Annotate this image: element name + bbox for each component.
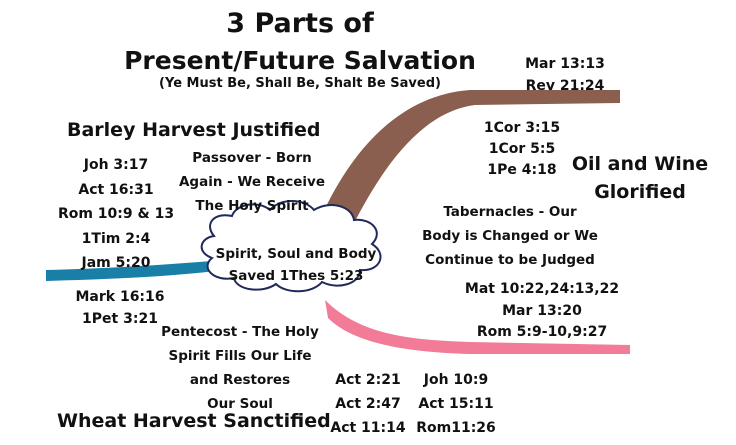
oil-ref: 1Pe 4:18 [487,162,557,178]
barley-ref: 1Pet 3:21 [82,311,158,327]
spirit-soul-body-cloud [200,200,382,293]
tabernacles-line: Tabernacles - Our [443,204,577,220]
tabernacles-ref: Mat 10:22,24:13,22 [464,281,620,297]
title-subtitle: (Ye Must Be, Shall Be, Shalt Be Saved) [159,76,441,91]
wheat-heading: Wheat Harvest Sanctified [57,410,331,432]
barley-ref: Rom 10:9 & 13 [57,206,175,222]
oil-ref: 1Cor 5:5 [488,141,556,157]
barley-heading: Barley Harvest Justified [67,119,321,141]
oil-ref: 1Cor 3:15 [483,120,561,136]
cloud-text: Spirit, Soul and Body Saved 1Thes 5:23 [208,243,384,287]
passover-line: Passover - Born [192,150,312,166]
barley-refs-below: Mark 16:16 1Pet 3:21 [60,286,180,330]
oil-wine-band [318,90,620,235]
oil-refs-mid: 1Cor 3:15 1Cor 5:5 1Pe 4:18 [470,118,574,181]
tabernacles-ref: Mar 13:20 [502,302,582,319]
barley-band [46,260,225,281]
pentecost-line: Our Soul [207,396,273,412]
oil-heading-line: Oil and Wine [571,153,709,175]
barley-ref: Jam 5:20 [81,255,151,271]
tabernacles-ref: Rom 5:9-10,9:27 [476,324,608,340]
barley-ref: Act 16:31 [78,181,154,198]
pentecost-text: Pentecost - The Holy Spirit Fills Our Li… [150,320,330,416]
wheat-ref: Act 2:47 [335,396,401,412]
passover-line: The Holy Spirit [195,198,309,214]
cloud-line: Spirit, Soul and Body [215,246,377,262]
tabernacles-text: Tabernacles - Our Body is Changed or We … [418,200,602,272]
passover-line: Again - We Receive [178,174,326,190]
wheat-ref: Act 11:14 [330,420,406,436]
cloud-line: Saved 1Thes 5:23 [228,268,364,284]
wheat-refs-col1: Act 2:21 Act 2:47 Act 11:14 [326,368,410,440]
oil-refs-top: Mar 13:13 Rev 21:24 [510,53,620,97]
wheat-ref: Act 15:11 [418,396,494,412]
pentecost-line: and Restores [189,372,291,388]
wheat-refs-col2: Joh 10:9 Act 15:11 Rom11:26 [414,368,498,440]
wheat-ref: Rom11:26 [416,420,496,436]
passover-text: Passover - Born Again - We Receive The H… [172,146,332,218]
wheat-ref: Act 2:21 [335,372,401,388]
barley-ref: 1Tim 2:4 [81,230,151,247]
barley-ref: Joh 3:17 [83,157,149,173]
tabernacles-line: Body is Changed or We [422,228,598,244]
tabernacles-refs: Mat 10:22,24:13,22 Mar 13:20 Rom 5:9-10,… [452,279,632,344]
pentecost-line: Pentecost - The Holy [161,324,319,340]
wheat-band [325,300,630,354]
title-line2: Present/Future Salvation [124,46,476,75]
tabernacles-line: Continue to be Judged [425,252,595,268]
oil-ref: Mar 13:13 [525,56,605,72]
wheat-ref: Joh 10:9 [423,372,489,388]
oil-heading: Oil and Wine Glorified [565,150,715,206]
barley-refs: Joh 3:17 Act 16:31 Rom 10:9 & 13 1Tim 2:… [50,153,182,276]
pentecost-line: Spirit Fills Our Life [168,348,312,364]
oil-heading-line: Glorified [594,181,686,203]
barley-ref: Mark 16:16 [75,289,165,305]
title-line1: 3 Parts of [226,8,374,39]
oil-ref: Rev 21:24 [525,78,605,94]
